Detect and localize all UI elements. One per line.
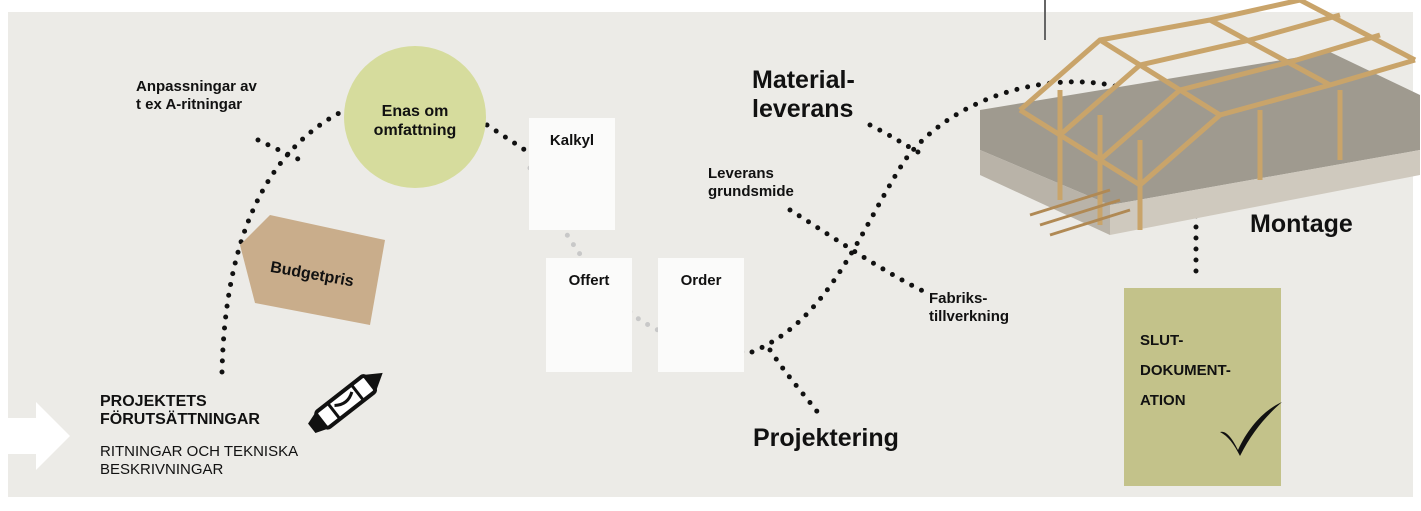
path-enas-to-kalkyl [484, 122, 531, 155]
path-order-to-projektering [767, 347, 825, 421]
label-fabrikstillverkning: Fabriks- tillverkning [929, 290, 1010, 325]
label-order: Order [680, 272, 722, 289]
path-leverans-to-fabriks [787, 207, 928, 295]
checkmark-icon [1220, 402, 1282, 456]
card-order: Order [658, 258, 744, 372]
slutdokumentation-box: SLUT- DOKUMENT- ATION [1124, 288, 1282, 486]
crayon-icon [308, 372, 383, 434]
label-ritningar-tekniska-beskrivningar: RITNINGAR OCH TEKNISKA BESKRIVNINGAR [100, 443, 299, 478]
path-material-connector [867, 122, 921, 155]
budgetpris-tag [240, 215, 385, 325]
label-projektets-forutsattningar: PROJEKTETS FÖRUTSÄTTNINGAR [100, 393, 260, 428]
enas-om-omfattning-circle: Enas om omfattning [344, 46, 486, 188]
label-enas: Enas om omfattning [373, 103, 457, 139]
card-offert: Offert [546, 258, 632, 372]
label-leverans-grundsmide: Leverans grundsmide [708, 165, 794, 200]
right-arrow-icon [0, 402, 70, 470]
label-projektering: Projektering [753, 424, 899, 452]
label-kalkyl: Kalkyl [549, 132, 595, 149]
label-material-leverans: Material- leverans [752, 66, 855, 123]
label-anpassningar: Anpassningar av t ex A-ritningar [136, 78, 257, 113]
path-anpassningar [255, 137, 303, 163]
label-slutdokumentation: SLUT- DOKUMENT- ATION [1140, 332, 1231, 409]
card-kalkyl: Kalkyl [529, 118, 615, 230]
label-montage: Montage [1250, 210, 1353, 238]
timber-frame-building-illustration [980, 0, 1420, 237]
label-offert: Offert [568, 272, 610, 289]
